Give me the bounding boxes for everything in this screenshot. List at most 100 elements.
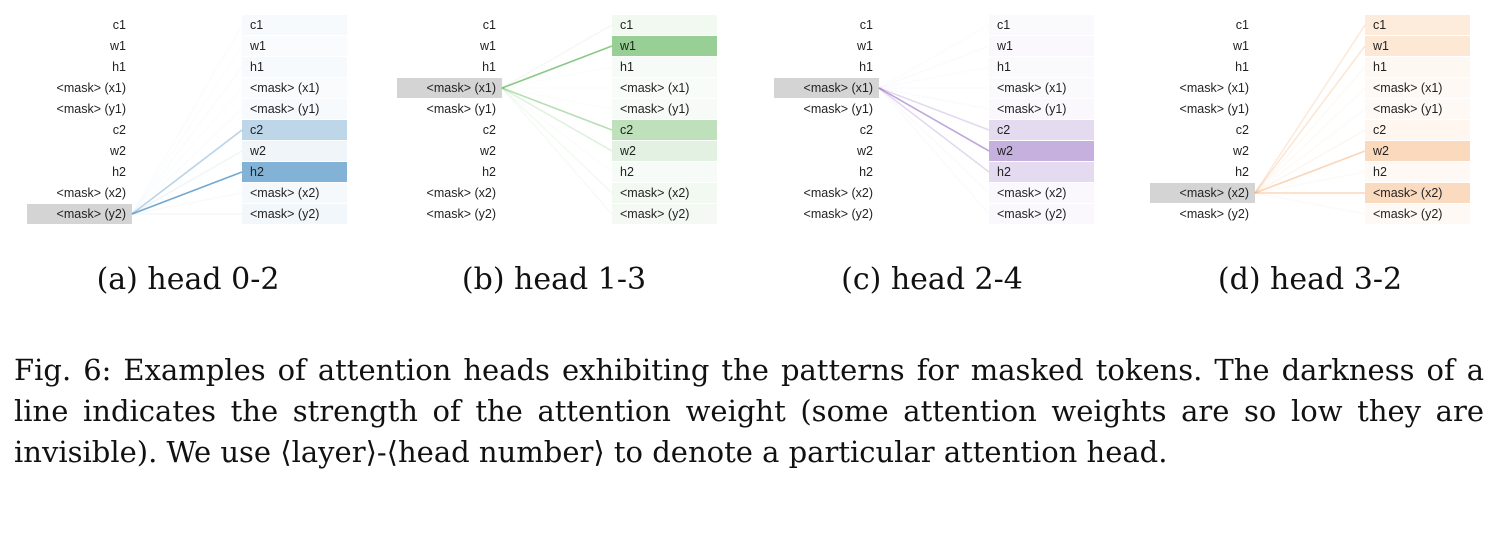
panel-c-query-box [774, 78, 879, 98]
panel-b-left-token-7: h2 [482, 165, 496, 179]
panel-c-left-token-6: w2 [856, 144, 873, 158]
panel-d-left-token-8: <mask> (x2) [1180, 186, 1249, 200]
panel-c-left-token-9: <mask> (y2) [804, 207, 873, 221]
panel-d-attention-line-5 [1254, 129, 1366, 194]
panel-b-weight-box-8 [612, 183, 717, 203]
panel-c-attention-line-5 [878, 87, 990, 131]
panel-a-left-token-7: h2 [112, 165, 126, 179]
panel-a-weight-box-0 [242, 15, 347, 35]
panel-a-left-token-0: c1 [113, 18, 126, 32]
panel-c-attention-line-6 [878, 87, 990, 152]
panel-d-left-token-2: h1 [1235, 60, 1249, 74]
panel-a-right-token-6: w2 [249, 144, 266, 158]
panel-b-right-token-8: <mask> (x2) [620, 186, 689, 200]
panel-b-attention-line-9 [501, 87, 613, 215]
panel-d-left-token-1: w1 [1232, 39, 1249, 53]
panel-d-weight-box-0 [1365, 15, 1470, 35]
subcaption-c: (c) head 2-4 [841, 262, 1023, 297]
subcaption-b: (b) head 1-3 [461, 262, 647, 297]
panel-b-query-box [397, 78, 502, 98]
panel-c-attention-line-8 [879, 88, 989, 193]
figure-caption: Fig. 6: Examples of attention heads exhi… [14, 353, 1484, 469]
panel-c-weight-box-9 [989, 204, 1094, 224]
panel-c-right-token-2: h1 [997, 60, 1011, 74]
panel-b-attention-line-7 [502, 88, 612, 172]
attention-panels: c1 c1 w1 w1 h1 h1 <mask> (x1) <mask> (x1) <mask>… [27, 15, 1470, 224]
panel-c-left-token-1: w1 [856, 39, 873, 53]
panel-b-left-token-4: <mask> (y1) [427, 102, 496, 116]
panel-b-weight-box-0 [612, 15, 717, 35]
panel-a-attention-line-4 [132, 109, 242, 214]
panel-c-left-token-7: h2 [859, 165, 873, 179]
panel-d-right-token-7: h2 [1373, 165, 1387, 179]
panel-d-attention-line-1 [1254, 45, 1366, 194]
panel-d-left-token-0: c1 [1236, 18, 1249, 32]
panel-c-left-token-2: h1 [859, 60, 873, 74]
panel-b-right-token-4: <mask> (y1) [620, 102, 689, 116]
panel-d-weight-box-3 [1365, 78, 1470, 98]
panel-a-right-token-2: h1 [250, 60, 264, 74]
panel-c-weight-box-8 [989, 183, 1094, 203]
panel-c-attention-line-7 [878, 87, 990, 173]
panel-c-attention-line-2 [879, 67, 989, 88]
panel-d-left-token-7: h2 [1235, 165, 1249, 179]
panel-a-right-token-8: <mask> (x2) [250, 186, 319, 200]
panel-a-left-token-3: <mask> (x1) [57, 81, 126, 95]
panel-c-right-token-5: c2 [997, 123, 1010, 137]
panel-c-right-token-6: w2 [996, 144, 1013, 158]
panel-b-weight-box-4 [612, 99, 717, 119]
panel-c-attention-line-1 [879, 46, 989, 88]
panel-b-right-token-9: <mask> (y2) [620, 207, 689, 221]
panel-a-attention-line-6 [131, 150, 243, 215]
panel-a-weight-box-9 [242, 204, 347, 224]
panel-c-weight-box-1 [989, 36, 1094, 56]
panel-d-weight-box-4 [1365, 99, 1470, 119]
panel-d-weight-box-9 [1365, 204, 1470, 224]
panel-d-attention-line-3 [1254, 87, 1366, 194]
panel-a-weight-box-4 [242, 99, 347, 119]
panel-d-left-token-3: <mask> (x1) [1180, 81, 1249, 95]
panel-c-right-token-4: <mask> (y1) [997, 102, 1066, 116]
panel-a-right-token-0: c1 [250, 18, 263, 32]
panel-c-right-token-3: <mask> (x1) [997, 81, 1066, 95]
panel-b-attention-line-0 [501, 24, 613, 89]
panel-d-attention-line-2 [1254, 66, 1366, 194]
panel-b-weight-box-2 [612, 57, 717, 77]
panel-d-attention-line-6 [1254, 150, 1366, 194]
panel-d-attention-line-9 [1254, 192, 1366, 215]
panel-b-weight-box-1 [612, 36, 717, 56]
panel-d-left-token-9: <mask> (y2) [1180, 207, 1249, 221]
panel-a-attention-line-3 [132, 88, 242, 214]
panel-d-left-token-6: w2 [1232, 144, 1249, 158]
panel-c-weight-box-6 [989, 141, 1094, 161]
panel-a-attention-line-8 [131, 192, 243, 215]
panel-d-left-token-5: c2 [1236, 123, 1249, 137]
panel-b-left-token-5: c2 [483, 123, 496, 137]
panel-d-weight-box-7 [1365, 162, 1470, 182]
panel-b-attention-line-2 [502, 67, 612, 88]
panel-c-right-token-7: h2 [997, 165, 1011, 179]
panel-c-left-token-4: <mask> (y1) [804, 102, 873, 116]
panel-d-attention-line-7 [1254, 171, 1366, 194]
panel-d-right-token-3: <mask> (x1) [1373, 81, 1442, 95]
panel-c-left-token-0: c1 [860, 18, 873, 32]
panel-c-right-token-0: c1 [997, 18, 1010, 32]
subcaption-a: (a) head 0-2 [96, 262, 280, 297]
panel-d-weight-box-8 [1365, 183, 1470, 203]
panel-d-weight-box-6 [1365, 141, 1470, 161]
panel-a-weight-box-5 [242, 120, 347, 140]
panel-d-right-token-9: <mask> (y2) [1373, 207, 1442, 221]
panel-c-right-token-8: <mask> (x2) [997, 186, 1066, 200]
panel-a-right-token-7: h2 [250, 165, 264, 179]
panel-d-right-token-2: h1 [1373, 60, 1387, 74]
panel-a-left-token-1: w1 [109, 39, 126, 53]
panel-b-attention-line-1 [501, 45, 613, 89]
panel-c-weight-box-7 [989, 162, 1094, 182]
panel-b-right-token-7: h2 [620, 165, 634, 179]
panel-a-right-token-1: w1 [249, 39, 266, 53]
panel-a-attention-line-0 [132, 25, 242, 214]
panel-d-right-token-1: w1 [1372, 39, 1389, 53]
panel-d-weight-box-1 [1365, 36, 1470, 56]
panel-c-weight-box-4 [989, 99, 1094, 119]
